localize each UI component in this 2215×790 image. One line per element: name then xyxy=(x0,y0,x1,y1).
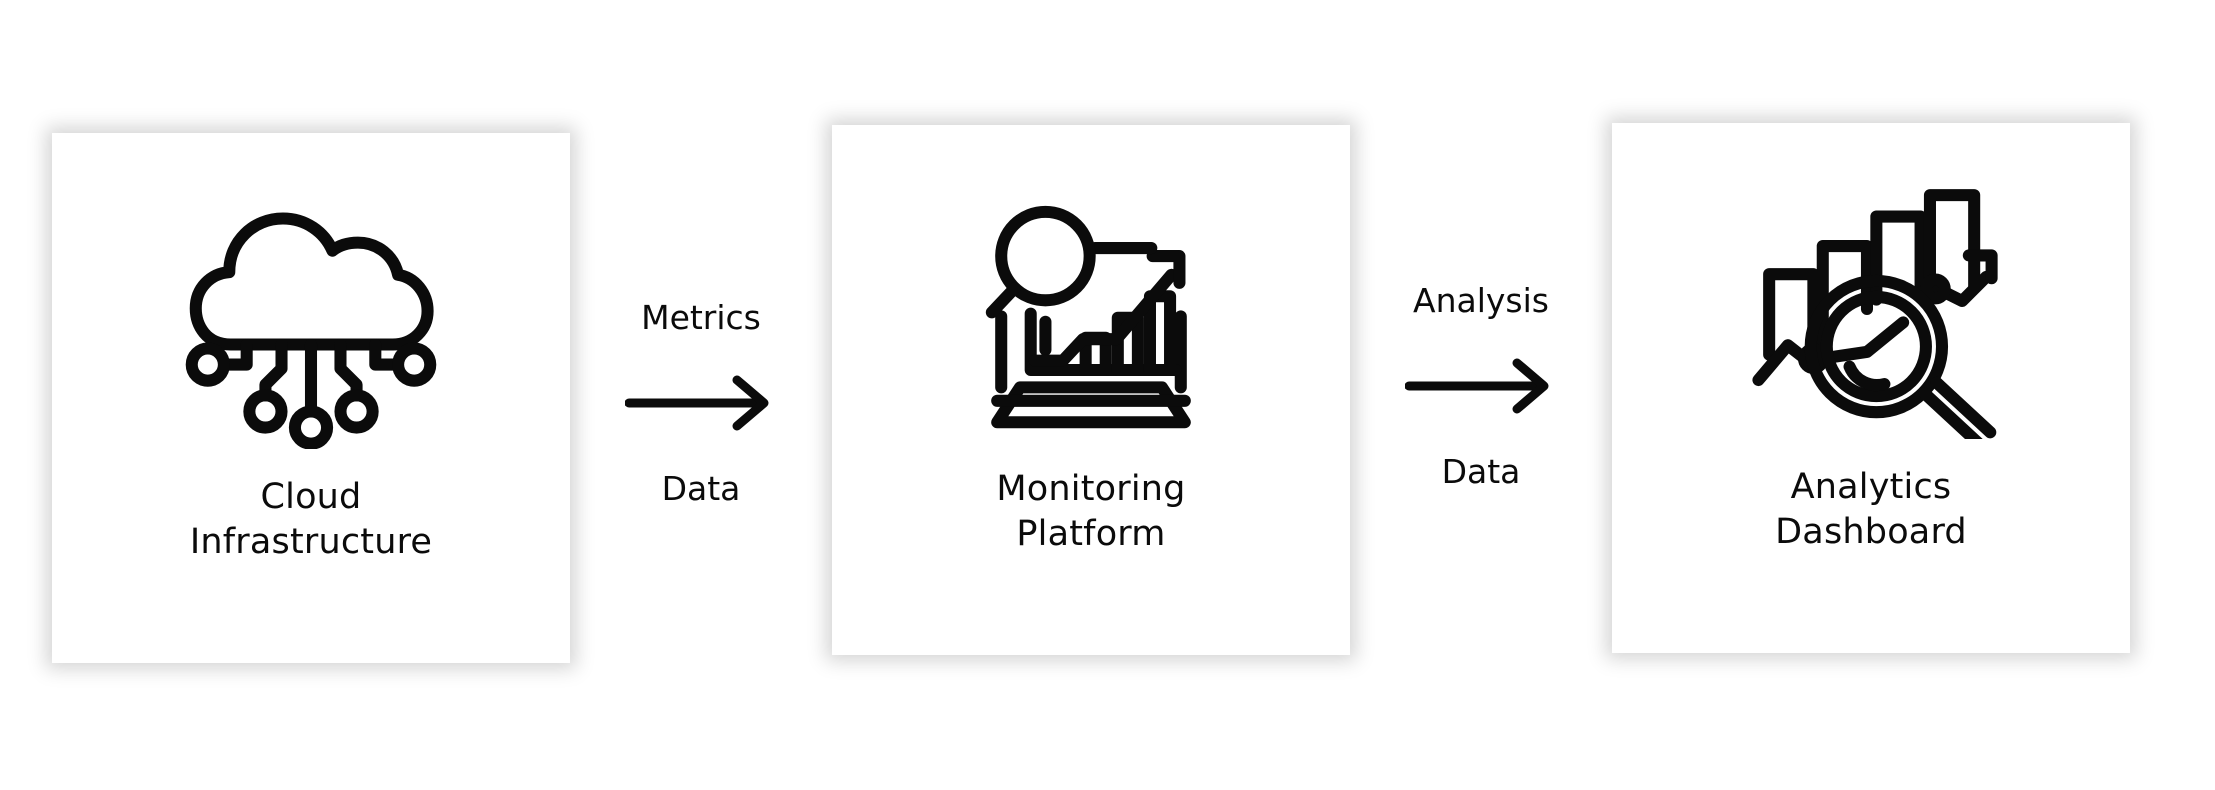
node-cloud-infrastructure[interactable]: Cloud Infrastructure xyxy=(52,133,570,663)
cloud-network-icon xyxy=(177,181,445,449)
bar-chart-magnifier-icon xyxy=(1737,171,2005,439)
arrow-right-icon xyxy=(625,370,777,436)
connector-cloud-to-monitoring: Metrics Data xyxy=(570,138,832,668)
connector-top-label: Metrics xyxy=(641,298,761,337)
connector-bottom-label: Data xyxy=(1441,452,1521,491)
connector-top-label: Analysis xyxy=(1413,281,1549,320)
connector-bottom-label: Data xyxy=(661,469,741,508)
node-label: Cloud Infrastructure xyxy=(189,477,433,562)
connector-monitoring-to-analytics: Analysis Data xyxy=(1350,121,1612,651)
arrow-right-icon xyxy=(1405,353,1557,419)
laptop-chart-magnifier-icon xyxy=(957,173,1225,441)
node-monitoring-platform[interactable]: Monitoring Platform xyxy=(832,125,1350,655)
node-label: Analytics Dashboard xyxy=(1775,467,1967,552)
node-label: Monitoring Platform xyxy=(996,469,1186,554)
node-analytics-dashboard[interactable]: Analytics Dashboard xyxy=(1612,123,2130,653)
